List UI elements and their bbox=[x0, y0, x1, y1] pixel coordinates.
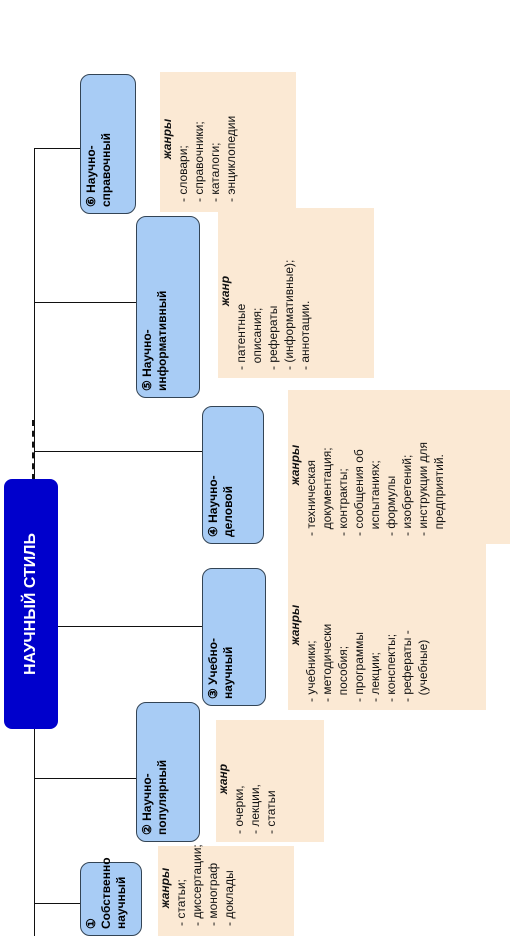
branch-6-title-line-2: справочный bbox=[99, 132, 113, 207]
branch-node-1-label: ① Собственно научный bbox=[81, 851, 132, 935]
branch-node-3-label: ③ Учебно- научный bbox=[203, 632, 239, 705]
genre-box-4-title: жанры bbox=[288, 444, 302, 486]
genre-item: - сообщения об bbox=[352, 449, 366, 536]
genre-item: - лекции; bbox=[368, 652, 382, 702]
connector-line-2 bbox=[34, 778, 136, 779]
genre-item: - очерки, bbox=[232, 785, 246, 834]
branch-4-number: ④ bbox=[206, 526, 220, 537]
genre-item: - учебники; bbox=[304, 640, 318, 702]
genre-item: - программы bbox=[352, 631, 366, 702]
genre-box-5-list: - патентные описания; - рефераты - (инфо… bbox=[233, 208, 313, 374]
dashed-connector bbox=[32, 420, 34, 480]
genre-item: - патентные bbox=[234, 303, 248, 370]
genre-item: описания; bbox=[250, 307, 264, 370]
branch-2-title-line-1: Научно- bbox=[140, 773, 154, 821]
branch-3-title-line-2: научный bbox=[221, 646, 235, 699]
genre-box-3-title: жанры bbox=[288, 604, 302, 646]
branch-2-number: ② bbox=[140, 824, 154, 835]
branch-3-title-line-1: Учебно- bbox=[206, 637, 220, 685]
branch-node-4-label: ④ Научно- деловой bbox=[203, 469, 239, 543]
genre-item: пособия; bbox=[336, 645, 350, 702]
genre-item: - статьи; bbox=[174, 879, 188, 926]
genre-item: - монограф bbox=[206, 862, 220, 926]
main-node[interactable]: НАУЧНЫЙ СТИЛЬ bbox=[4, 479, 58, 729]
genre-item: - аннотации. bbox=[298, 300, 312, 370]
genre-item: - (информативные); bbox=[282, 259, 296, 370]
genre-box-3-list: - учебники; - методически пособия; - про… bbox=[303, 544, 431, 706]
branch-node-1[interactable]: ① Собственно научный bbox=[80, 857, 142, 936]
branch-node-4[interactable]: ④ Научно- деловой bbox=[202, 406, 264, 544]
branch-5-title-line-2: информативный bbox=[155, 290, 169, 391]
genre-item: - методически bbox=[320, 623, 334, 702]
genre-item: - доклады bbox=[222, 870, 236, 926]
branch-4-title-line-1: Научно- bbox=[206, 475, 220, 523]
branch-node-2-label: ② Научно- популярный bbox=[137, 754, 173, 841]
genre-item: предприятий. bbox=[432, 454, 446, 536]
connector-line-3 bbox=[58, 626, 202, 627]
branch-1-number: ① bbox=[84, 918, 98, 929]
branch-6-title-line-1: Научно- bbox=[84, 145, 98, 193]
genre-item: - техническая bbox=[304, 459, 318, 536]
branch-node-6[interactable]: ⑥ Научно- справочный bbox=[80, 74, 136, 214]
connector-line-4 bbox=[34, 451, 202, 452]
connector-line-6 bbox=[34, 148, 80, 149]
genre-item: испытаниях; bbox=[368, 460, 382, 536]
genre-box-2: жанр - очерки, - лекции, - статьи bbox=[216, 720, 324, 842]
genre-box-1: жанры - статьи; - диссертации; - моногра… bbox=[158, 844, 294, 936]
branch-1-title-line-2: научный bbox=[114, 876, 128, 929]
genre-box-2-list: - очерки, - лекции, - статьи bbox=[231, 720, 279, 838]
genre-box-6: жанры - словари; - справочники; - катало… bbox=[160, 72, 296, 212]
genre-item: - диссертации; bbox=[190, 844, 204, 926]
branch-node-2[interactable]: ② Научно- популярный bbox=[136, 702, 200, 842]
genre-item: документация; bbox=[320, 447, 334, 536]
genre-box-1-list: - статьи; - диссертации; - монограф - до… bbox=[173, 844, 237, 930]
branch-4-title-line-2: деловой bbox=[221, 485, 235, 537]
genre-item: - рефераты bbox=[266, 305, 280, 370]
genre-item: - инструкции для bbox=[416, 441, 430, 536]
branch-6-number: ⑥ bbox=[84, 196, 98, 207]
connector-line-1 bbox=[34, 903, 80, 904]
branch-1-title-line-1: Собственно bbox=[99, 857, 113, 929]
branch-node-5[interactable]: ⑤ Научно- информативный bbox=[136, 216, 200, 398]
genre-item: - справочники; bbox=[192, 121, 206, 202]
genre-item: - статьи bbox=[264, 790, 278, 834]
genre-box-5: жанр - патентные описания; - рефераты - … bbox=[218, 208, 374, 378]
genre-box-5-title: жанр bbox=[218, 275, 232, 307]
genre-item: (учебные) bbox=[416, 639, 430, 702]
genre-item: - рефераты - bbox=[400, 630, 414, 702]
genre-item: - конспекты; bbox=[384, 633, 398, 702]
genre-item: - контракты; bbox=[336, 468, 350, 536]
genre-box-1-title: жанры bbox=[158, 867, 172, 909]
connector-line-5 bbox=[34, 302, 136, 303]
genre-item: - энциклопедии bbox=[224, 115, 238, 202]
genre-box-4-list: - техническая документация; - контракты;… bbox=[303, 390, 447, 540]
genre-item: - словари; bbox=[176, 145, 190, 202]
branch-5-title-line-1: Научно- bbox=[140, 329, 154, 377]
branch-node-3[interactable]: ③ Учебно- научный bbox=[202, 568, 266, 706]
genre-box-3: жанры - учебники; - методически пособия;… bbox=[288, 544, 486, 710]
genre-box-2-title: жанр bbox=[216, 763, 230, 795]
branch-5-number: ⑤ bbox=[140, 380, 154, 391]
branch-3-number: ③ bbox=[206, 688, 220, 699]
genre-box-4: жанры - техническая документация; - конт… bbox=[288, 390, 510, 544]
genre-item: - изобретений; bbox=[400, 454, 414, 536]
genre-item: - формулы bbox=[384, 475, 398, 536]
branch-2-title-line-2: популярный bbox=[155, 759, 169, 835]
genre-box-6-list: - словари; - справочники; - каталоги; - … bbox=[175, 72, 239, 206]
genre-item: - лекции, bbox=[248, 784, 262, 834]
genre-item: - каталоги; bbox=[208, 142, 222, 202]
branch-node-6-label: ⑥ Научно- справочный bbox=[81, 127, 117, 213]
genre-box-6-title: жанры bbox=[160, 118, 174, 160]
branch-node-5-label: ⑤ Научно- информативный bbox=[137, 285, 173, 397]
main-node-label: НАУЧНЫЙ СТИЛЬ bbox=[22, 533, 39, 676]
